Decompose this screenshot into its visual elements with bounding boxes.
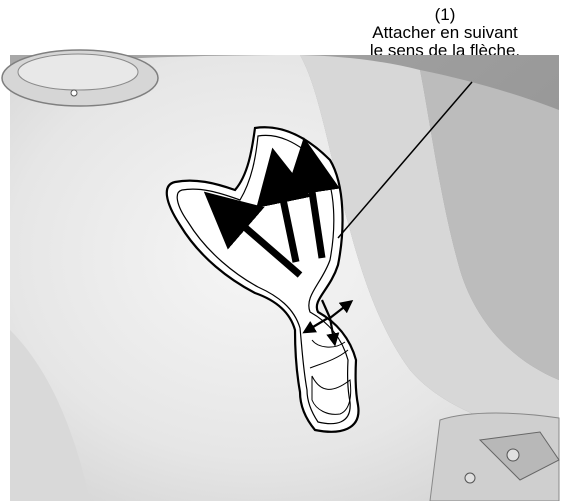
frame-bracket bbox=[430, 413, 559, 501]
fuel-cap bbox=[2, 50, 158, 106]
